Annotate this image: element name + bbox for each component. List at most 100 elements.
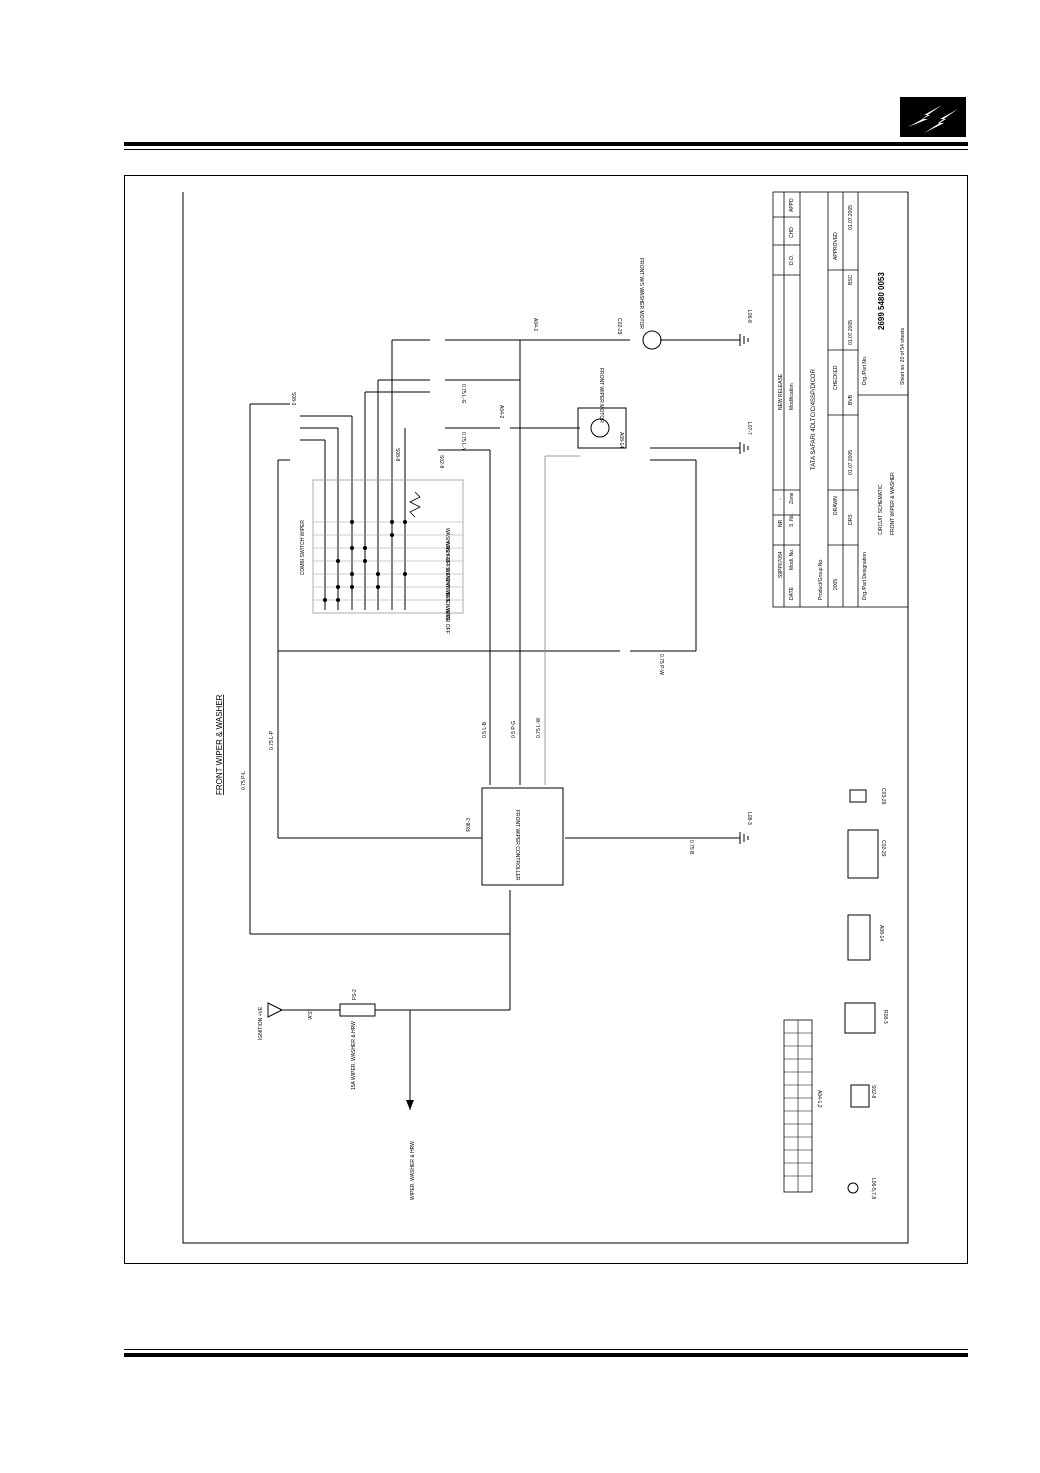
title-block: DATE Modi. No. S. No. Zone Modification … [772, 191, 909, 608]
arrow-down-icon [406, 1100, 414, 1110]
tb-appd: APPD [789, 198, 795, 212]
conn-s08-3: S08-3 [290, 392, 296, 406]
ground-l06-8: L06-8 [746, 310, 752, 323]
switch-pos-4: FAST WIPE [444, 554, 450, 581]
legend-a04: A04-1,2 [816, 1090, 822, 1108]
tb-part-no: 2699 5480 0053 [877, 272, 886, 330]
connector-legend: A04-1,2 L06-5,7,8 S02-8 R08-3 A08-14 C02… [783, 788, 888, 1199]
fuse-desc: 15A WIPER, WASHER & HRW [351, 1021, 357, 1090]
tb-checked: CHECKED [833, 365, 839, 390]
s02-connector [850, 1084, 870, 1108]
switch-pos-5: WASH OFF [444, 541, 450, 567]
legend-c02: C02-29 [880, 840, 886, 857]
header-rule-thick [124, 142, 968, 146]
tb-zone-value: - [778, 498, 784, 500]
tb-sheet: Sheet no. 20 of 54 sheets [900, 328, 906, 385]
tb-product-group: Product/Group No. [818, 558, 824, 600]
tb-approved: APPROVED [833, 232, 839, 260]
drawing-frame [124, 175, 968, 1264]
switch-pos-1: FLICK WIPE [444, 593, 450, 622]
wiper-motor-label: FRONT WIPER MOTOR [598, 368, 604, 423]
washer-motor-label: FRONT W/S WASHER MOTOR [638, 258, 644, 329]
lightning-logo-icon [900, 97, 966, 137]
controller-ref: R08-3 [466, 818, 472, 832]
tb-year: 2005 [833, 579, 839, 590]
tb-sno: S. No. [789, 513, 795, 527]
conn-a04-2: A04-2 [498, 405, 504, 419]
wire-lg: 0.75 L-G [460, 384, 466, 404]
conn-a08-14: A08-14 [618, 432, 624, 448]
ignition-source-icon [267, 1002, 284, 1018]
wiper-washer-hrw-label: WIPER, WASHER & HRW [410, 1141, 416, 1200]
tb-zone: Zone [789, 492, 795, 504]
footer-rule-thick [124, 1353, 968, 1357]
diagram-title: FRONT WIPER & WASHER [215, 694, 224, 795]
switch-pos-6: WASH ON [444, 528, 450, 552]
c03-connector [849, 789, 867, 803]
tb-date: DATE [789, 586, 795, 600]
ignition-label: IGNITION +VE [258, 1006, 264, 1040]
wire-pl: 0.75 P-L [241, 771, 247, 790]
washer-wire [544, 455, 580, 785]
r08-connector [844, 1002, 876, 1034]
tb-modi-no: Modi. No. [789, 549, 795, 570]
c02-connector [847, 829, 879, 879]
conn-c02-29: C02-29 [616, 318, 622, 335]
header-rule-thin [124, 149, 968, 150]
combi-switch-label: COMBI SWITCH WIPER [300, 520, 306, 576]
tb-bsc: BSC [848, 274, 854, 285]
legend-ring-terminal-icon [847, 1182, 859, 1194]
front-wiper-controller [481, 787, 564, 886]
tb-date1: 01.07.2005 [848, 450, 854, 475]
tb-date3: 01.07.2005 [848, 205, 854, 230]
tb-nr: NR [778, 519, 784, 527]
wire-pw: 0.75 P-W [658, 654, 664, 675]
switch-pos-2: INT. WIPE [444, 580, 450, 604]
conn-a04-1: A04-1 [532, 318, 538, 332]
washer-motor-icon [642, 330, 662, 350]
tb-do: D.O. [789, 255, 795, 265]
wire-pg: 0.5 P-G [511, 721, 517, 738]
switch-pos-0: WIPER OFF [444, 606, 450, 634]
fuse-mark: 'A'S' [308, 1010, 314, 1020]
ground-l07-7: L07-7 [746, 422, 752, 435]
legend-a08: A08-14 [878, 925, 884, 941]
wire-lb: 0.5 L-B [482, 721, 488, 738]
tb-bvb: BVB [848, 394, 854, 405]
tb-modification: Modification [789, 383, 795, 410]
legend-c03: C03-29 [880, 788, 886, 805]
wire-lw: 0.75 L-W [536, 717, 542, 738]
tb-date2: 01.07.2005 [848, 320, 854, 345]
wire-b: 0.75 B [688, 840, 694, 855]
ground-l08-3: L08-3 [746, 812, 752, 825]
controller-label: FRONT WIPER CONTROLLER [514, 810, 520, 881]
ground-symbols [739, 334, 749, 844]
tb-subject: FRONT WIPER & WASHER [890, 472, 896, 535]
fuse-label: FS-2 [352, 989, 358, 1000]
tb-drawn: DRAWN [833, 496, 839, 515]
tb-new-release: NEW RELEASE [778, 373, 784, 410]
switch-pos-3: SLOW WIPE [444, 567, 450, 597]
legend-s02: S02-8 [870, 1085, 876, 1099]
legend-l06: L06-5,7,8 [870, 1178, 876, 1199]
tb-schematic: CIRCUIT SCHEMATIC [878, 484, 884, 535]
fuse-fs2 [339, 1003, 376, 1017]
wires [249, 339, 740, 1110]
a08-connector [847, 914, 871, 961]
front-wiper-motor [577, 407, 627, 449]
tb-part-no-label: Drg./Part No. [862, 356, 868, 385]
conn-s02-8: S02-8 [438, 455, 444, 469]
tb-chd: CHD [789, 227, 795, 238]
tb-drs: DRS [848, 514, 854, 525]
intermittent-resistor [409, 491, 421, 518]
footer-rule-thin [124, 1349, 968, 1350]
tb-designation: Drg./Part Designation [862, 552, 868, 600]
tb-modi-value: S9PP07054 [778, 551, 784, 578]
wire-lp: 0.75 L-P [269, 730, 275, 750]
inner-border [182, 192, 909, 1244]
conn-s08-8: S08-8 [394, 448, 400, 462]
legend-r08: R08-3 [882, 1010, 888, 1024]
tb-vehicle: TATA SAFARI 4DLTC/C/4SSP/DICOR [811, 368, 817, 470]
wire-ly: 0.75 L-Y [460, 432, 466, 452]
